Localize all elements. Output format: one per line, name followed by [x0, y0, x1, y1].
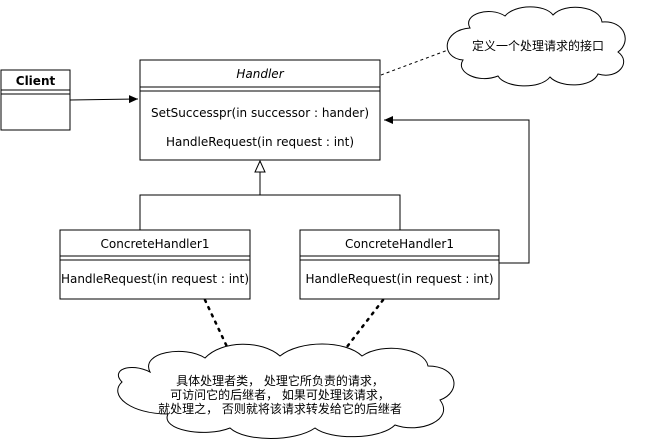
concrete-right-method: HandleRequest(in request : int) [305, 272, 493, 286]
concrete-note-line-3: 就处理之， 否则就将该请求转发给它的后继者 [158, 401, 402, 416]
inheritance-triangle [254, 159, 266, 173]
successor-arrow [384, 116, 530, 264]
right-note-connector [331, 298, 385, 367]
concrete-left-title: ConcreteHandler1 [101, 237, 210, 251]
concrete-handler-right: ConcreteHandler1 HandleRequest(in reques… [299, 229, 500, 300]
handler-title: Handler [236, 67, 284, 81]
concrete-note-line-2: 可访问它的后继者， 如果可处理该请求， [170, 387, 390, 402]
concrete-note-cloud: 具体处理者类， 处理它所负责的请求， 可访问它的后继者， 如果可处理该请求， 就… [117, 343, 455, 439]
client-class: Client [0, 69, 71, 131]
concrete-handler-left: ConcreteHandler1 HandleRequest(in reques… [59, 229, 251, 300]
interface-note-cloud: 定义一个处理请求的接口 [446, 6, 626, 87]
concrete-right-title: ConcreteHandler1 [345, 237, 454, 251]
client-to-handler-arrow [69, 95, 139, 104]
handler-note-connector [380, 49, 449, 76]
client-title: Client [16, 74, 56, 88]
handler-method-handle-request: HandleRequest(in request : int) [166, 135, 354, 149]
concrete-note-line-1: 具体处理者类， 处理它所负责的请求， [176, 373, 384, 388]
inheritance-connector [139, 159, 401, 230]
concrete-left-method: HandleRequest(in request : int) [61, 272, 249, 286]
interface-note-text: 定义一个处理请求的接口 [472, 38, 604, 53]
handler-method-set-successor: SetSuccesspr(in successor : hander) [151, 106, 369, 120]
handler-class: Handler SetSuccesspr(in successor : hand… [139, 59, 381, 161]
